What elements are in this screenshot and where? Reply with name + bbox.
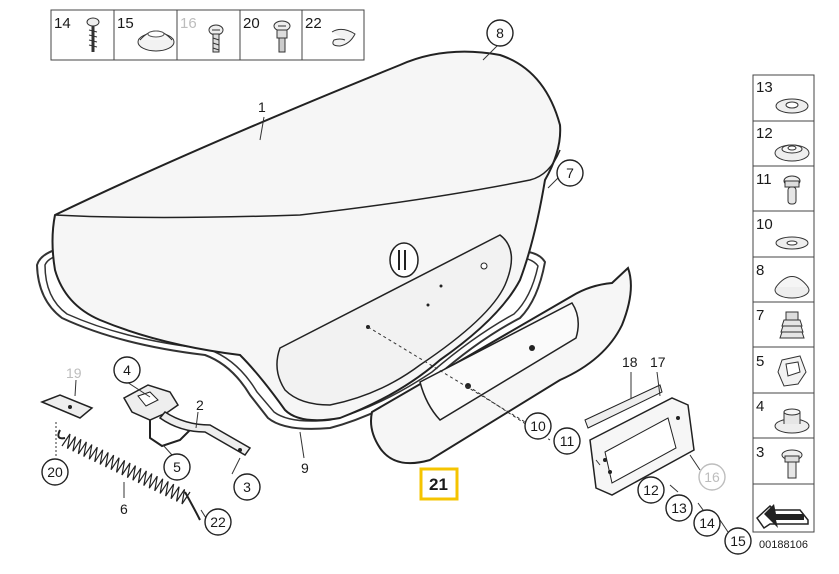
callout-label: 16 (704, 469, 720, 485)
bolt-icon (783, 175, 801, 205)
nut-washer-icon (774, 144, 810, 162)
label-9: 9 (301, 460, 309, 476)
license-plate-trim (370, 266, 632, 464)
callout-5[interactable]: 5 (163, 453, 191, 481)
torsion-spring (57, 429, 201, 521)
callout-circle (556, 159, 584, 187)
callout-label: 3 (243, 479, 251, 495)
label-18: 18 (622, 354, 638, 370)
callout-circle (698, 463, 726, 491)
top-strip-label-16: 16 (180, 15, 197, 32)
callout-circle (486, 19, 514, 47)
callout-14[interactable]: 14 (693, 509, 721, 537)
callout-circle (724, 527, 752, 555)
side-label-5: 5 (756, 353, 764, 370)
callout-circle (693, 509, 721, 537)
callout-label: 13 (671, 500, 687, 516)
highlighted-label-21: 21 (429, 475, 448, 494)
mounting-plate (40, 394, 94, 419)
license-bracket (584, 384, 695, 496)
rubber-buffer-icon (779, 311, 805, 339)
callout-12[interactable]: 12 (637, 476, 665, 504)
callout-20[interactable]: 20 (41, 458, 69, 486)
side-parts-column: 13 12 11 10 8 7 (752, 74, 815, 533)
callout-8[interactable]: 8 (486, 19, 514, 47)
callout-label: 15 (730, 533, 746, 549)
side-label-8: 8 (756, 262, 764, 279)
callout-circle (665, 494, 693, 522)
top-strip-label-20: 20 (243, 15, 260, 32)
callout-16[interactable]: 16 (698, 463, 726, 491)
callout-circle (524, 412, 552, 440)
callout-10[interactable]: 10 (524, 412, 552, 440)
side-label-10: 10 (756, 216, 773, 233)
callout-11[interactable]: 11 (553, 427, 581, 455)
side-label-7: 7 (756, 307, 764, 324)
callout-label: 22 (210, 514, 226, 530)
screw-icon (208, 24, 224, 53)
side-label-13: 13 (756, 79, 773, 96)
callout-label: 20 (47, 464, 63, 480)
side-label-11: 11 (756, 171, 772, 188)
label-6: 6 (120, 501, 128, 517)
top-strip-label-22: 22 (305, 15, 322, 32)
callout-circle (233, 473, 261, 501)
callout-22[interactable]: 22 (204, 508, 232, 536)
label-1: 1 (258, 99, 266, 115)
callout-label: 4 (123, 362, 131, 378)
callout-7[interactable]: 7 (556, 159, 584, 187)
hinge (122, 384, 252, 456)
callout-3[interactable]: 3 (233, 473, 261, 501)
callout-circle (204, 508, 232, 536)
callout-label: 7 (566, 165, 574, 181)
top-strip-label-15: 15 (117, 15, 134, 32)
callout-circle (163, 453, 191, 481)
grommet-icon (137, 30, 175, 52)
direction-arrow-icon (756, 504, 809, 530)
cage-nut-icon (774, 408, 810, 434)
callout-label: 8 (496, 25, 504, 41)
catalog-number: 00188106 (759, 539, 808, 551)
callout-4[interactable]: 4 (113, 356, 141, 384)
trunk-lid (35, 50, 562, 430)
self-tapping-screw-icon (86, 17, 100, 52)
label-19: 19 (66, 365, 82, 381)
callout-label: 14 (699, 515, 715, 531)
callout-circle (637, 476, 665, 504)
top-parts-strip: 14 15 16 20 22 (50, 9, 365, 61)
washer-icon (775, 98, 809, 114)
label-2: 2 (196, 397, 204, 413)
highlighted-part-21[interactable]: 21 (419, 467, 459, 501)
collar-screw-icon (781, 449, 803, 479)
spring-clip-icon (777, 355, 807, 387)
side-label-3: 3 (756, 444, 764, 461)
callout-label: 5 (173, 459, 181, 475)
leader-lines (55, 44, 729, 533)
callout-circle (41, 458, 69, 486)
callout-label: 11 (560, 433, 575, 449)
callout-circle (113, 356, 141, 384)
side-label-4: 4 (756, 398, 764, 415)
hex-screw-icon (273, 20, 291, 53)
callout-label: 10 (530, 418, 546, 434)
label-17: 17 (650, 354, 666, 370)
callout-13[interactable]: 13 (665, 494, 693, 522)
callout-circle (553, 427, 581, 455)
callout-label: 12 (643, 482, 659, 498)
side-label-12: 12 (756, 125, 773, 142)
clip-icon (331, 28, 356, 47)
top-strip-label-14: 14 (54, 15, 71, 32)
flat-washer-icon (775, 236, 809, 250)
plug-icon (774, 276, 810, 299)
callout-15[interactable]: 15 (724, 527, 752, 555)
